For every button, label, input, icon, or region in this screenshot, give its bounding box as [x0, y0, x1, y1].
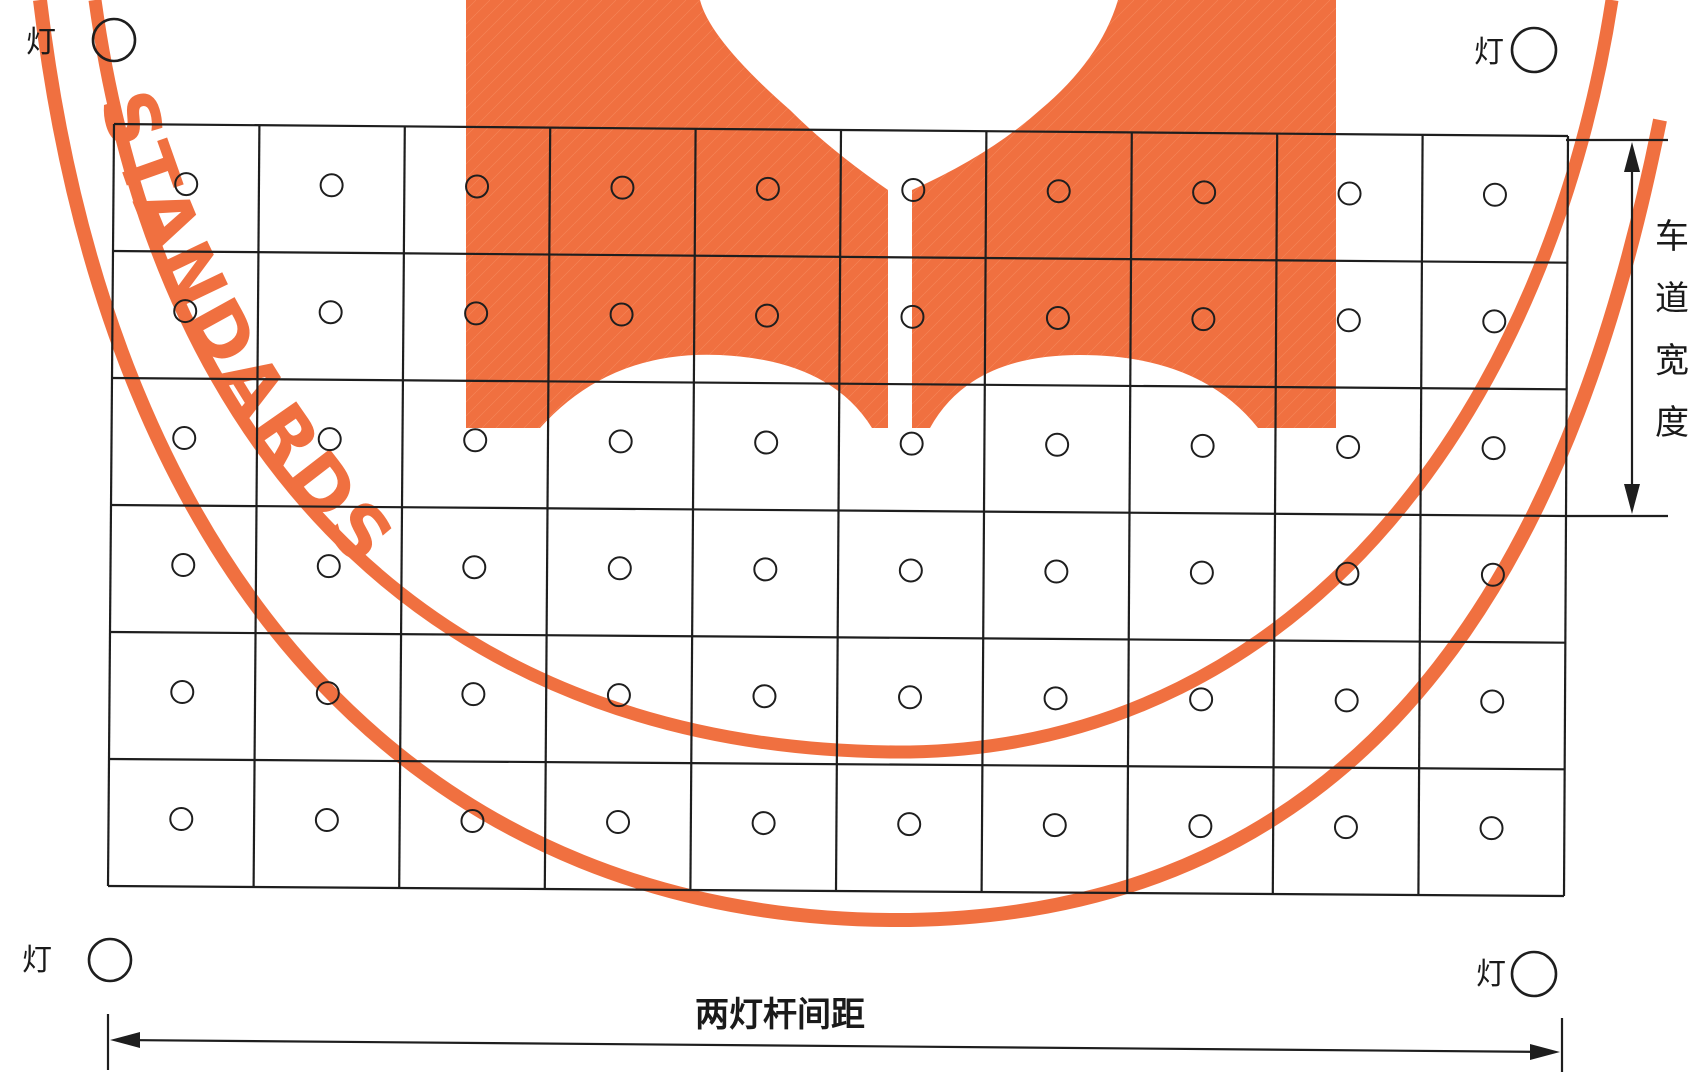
- measurement-point: [1334, 688, 1359, 713]
- pole-spacing-label: 两灯杆间距: [695, 995, 865, 1035]
- measurement-point: [1336, 434, 1361, 459]
- measurement-point: [1337, 181, 1362, 206]
- measurement-point: [1333, 815, 1358, 840]
- measurement-point: [898, 558, 923, 583]
- measurement-point: [608, 429, 633, 454]
- measurement-point: [755, 176, 780, 201]
- grid-column-line: [834, 129, 843, 892]
- measurement-point: [170, 680, 195, 705]
- measurement-point: [609, 302, 634, 327]
- measurement-point: [1044, 559, 1069, 584]
- lamp-icon: [1510, 26, 1558, 74]
- grid-column-line: [1417, 134, 1424, 896]
- measurement-point: [1189, 560, 1214, 585]
- measurement-point: [1482, 309, 1507, 334]
- measurement-point: [462, 555, 487, 580]
- lane-width-dimension: [1566, 138, 1668, 518]
- measurement-point: [1479, 816, 1504, 841]
- grid-column-line: [1126, 132, 1133, 894]
- measurement-point: [1480, 689, 1505, 714]
- stamp-ring-inner: [88, 0, 1619, 759]
- measurement-point: [898, 685, 923, 710]
- measurement-point: [1189, 687, 1214, 712]
- measurement-point: [465, 174, 490, 199]
- lamp-bottom-left: 灯: [22, 937, 133, 983]
- measurement-point: [900, 304, 925, 329]
- measurement-point: [1046, 179, 1071, 204]
- measurement-point: [172, 426, 197, 451]
- lamp-top-left: 灯: [26, 17, 137, 63]
- lamp-label: 灯: [1476, 957, 1506, 992]
- grid-column-line: [543, 127, 552, 890]
- measurement-point: [460, 809, 485, 834]
- measurement-points: [169, 172, 1507, 841]
- measurement-grid: [106, 122, 1570, 898]
- measurement-point: [461, 682, 486, 707]
- lamp-bottom-right: 灯: [1476, 950, 1558, 998]
- measurement-point: [1043, 686, 1068, 711]
- measurement-point: [173, 299, 198, 324]
- lamp-label: 灯: [26, 25, 56, 60]
- lane-width-label: 车道宽度: [1655, 217, 1689, 443]
- measurement-point: [464, 301, 489, 326]
- measurement-point: [316, 554, 341, 579]
- measurement-point: [1336, 308, 1361, 333]
- lamp-icon: [87, 937, 133, 983]
- measurement-point: [314, 808, 339, 833]
- measurement-point: [1045, 432, 1070, 457]
- measurement-point: [1480, 562, 1505, 587]
- measurement-point: [1481, 436, 1506, 461]
- lamp-top-right: 灯: [1474, 26, 1558, 74]
- measurement-point: [606, 683, 631, 708]
- lamp-label: 灯: [22, 943, 52, 978]
- lamp-icon: [91, 17, 137, 63]
- lamp-label: 灯: [1474, 35, 1504, 70]
- stamp-ring-outer: [33, 0, 1667, 928]
- measurement-point: [315, 681, 340, 706]
- measurement-point: [606, 810, 631, 835]
- measurement-point: [752, 684, 777, 709]
- measurement-point: [754, 430, 779, 455]
- measurement-point: [1192, 180, 1217, 205]
- lamp-icon: [1510, 950, 1558, 998]
- measurement-point: [610, 175, 635, 200]
- measurement-point: [755, 303, 780, 328]
- measurement-point: [1190, 433, 1215, 458]
- measurement-point: [174, 172, 199, 197]
- measurement-point: [607, 556, 632, 581]
- svg-text:车道宽度: 车道宽度: [1655, 217, 1689, 443]
- measurement-point: [901, 178, 926, 203]
- grid-column-line: [980, 131, 988, 893]
- measurement-point: [1335, 561, 1360, 586]
- grid-column-line: [1271, 133, 1279, 895]
- measurement-point: [1188, 814, 1213, 839]
- measurement-point: [1045, 305, 1070, 330]
- measurement-point: [751, 811, 776, 836]
- measurement-point: [753, 557, 778, 582]
- measurement-point: [899, 431, 924, 456]
- measurement-point: [1042, 813, 1067, 838]
- grid-column-line: [398, 126, 406, 889]
- watermark-text: STANDARDS: [82, 81, 411, 584]
- measurement-point: [169, 807, 194, 832]
- grid-column-line: [252, 125, 261, 888]
- measurement-point: [171, 553, 196, 578]
- watermark-stamp: STANDARDS: [33, 0, 1667, 928]
- measurement-point: [897, 812, 922, 837]
- measurement-point: [319, 173, 344, 198]
- measurement-point: [463, 428, 488, 453]
- measurement-point: [1191, 307, 1216, 332]
- pole-spacing-dimension: [106, 1014, 1564, 1072]
- measurement-point: [317, 427, 342, 452]
- grid-column-line: [689, 128, 697, 891]
- measurement-point: [1482, 182, 1507, 207]
- measurement-point: [318, 300, 343, 325]
- grid-column-line: [106, 123, 116, 887]
